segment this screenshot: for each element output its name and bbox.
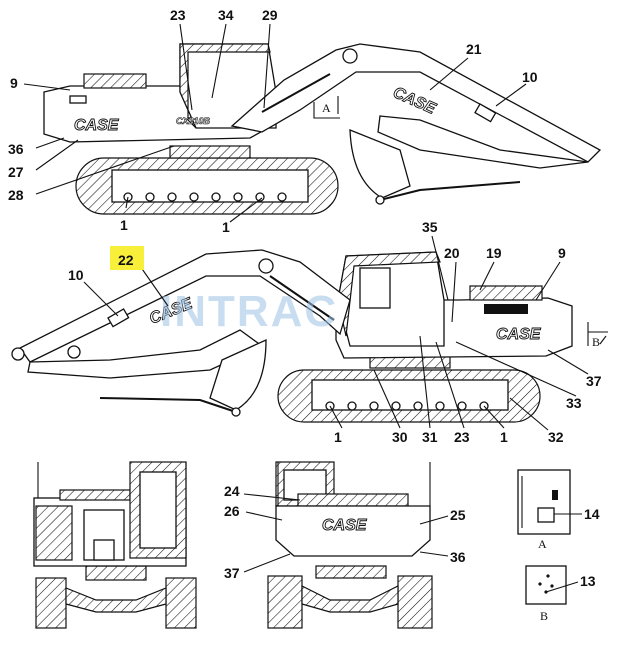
callout-28: 28 — [8, 187, 24, 203]
mid-track-rollers — [325, 401, 489, 411]
top-small-label — [69, 95, 87, 104]
callout-36: 36 — [8, 141, 24, 157]
decal-14 — [537, 507, 555, 523]
top-bucket-pin — [375, 195, 385, 205]
rear-track-right — [397, 575, 433, 629]
top-track-rollers — [123, 192, 287, 202]
mid-boom-pin — [258, 258, 274, 274]
callout-21: 21 — [466, 41, 482, 57]
callout-35: 35 — [422, 219, 438, 235]
callout-37: 37 — [586, 373, 602, 389]
callout-23: 23 — [170, 7, 186, 23]
callout-30: 30 — [392, 429, 408, 445]
mid-bucket — [209, 338, 267, 411]
callout-14: 14 — [584, 506, 600, 522]
callout-19: 19 — [486, 245, 502, 261]
top-leaders — [23, 23, 527, 223]
top-bucket — [349, 129, 411, 199]
mid-black-decal — [484, 304, 528, 314]
mid-track-frame — [311, 379, 509, 411]
top-engine-hood — [83, 73, 147, 89]
rear-hood — [297, 493, 409, 507]
callout-31: 31 — [422, 429, 438, 445]
top-boom — [230, 43, 602, 163]
mid-arm-pin — [67, 345, 81, 359]
front-track-right — [165, 577, 197, 629]
top-boom-brand-decal: CASE — [390, 84, 439, 118]
top-side-view: CASE CX210B CASE A — [43, 43, 602, 215]
front-undercarriage — [65, 587, 167, 613]
callout-32: 32 — [548, 429, 564, 445]
rear-undercarriage — [301, 585, 399, 613]
top-model-decal: CX210B — [176, 116, 211, 126]
rear-swing-bearing — [315, 565, 387, 579]
callout-23: 23 — [454, 429, 470, 445]
top-boom-pin — [342, 48, 358, 64]
rear-track-left — [267, 575, 303, 629]
callout-1: 1 — [120, 217, 128, 233]
middle-side-view: CASE CX210B CASE B — [11, 249, 608, 423]
top-brand-decal: CASE — [74, 117, 120, 134]
callout-22-highlight — [110, 246, 144, 270]
mid-bucket-pin — [231, 407, 241, 417]
mid-engine-hood — [469, 285, 543, 301]
detail-a-panel — [517, 469, 571, 535]
middle-leaders — [83, 235, 589, 431]
top-track-frame — [111, 169, 309, 203]
callout-26: 26 — [224, 503, 240, 519]
callout-33: 33 — [566, 395, 582, 411]
top-swing-bearing — [169, 145, 251, 159]
front-view — [33, 461, 197, 629]
front-cab-glass — [139, 471, 177, 549]
rear-view: CASE — [267, 461, 433, 629]
callout-24: 24 — [224, 483, 240, 499]
front-track-left — [35, 577, 67, 629]
detail-view-a: A — [517, 469, 582, 551]
front-left-panel — [35, 505, 73, 561]
detail-a-label: A — [538, 537, 547, 551]
front-swing-bearing — [85, 565, 147, 581]
callout-1: 1 — [334, 429, 342, 445]
callout-29: 29 — [262, 7, 278, 23]
mid-tip-pin — [11, 347, 25, 361]
callout-13: 13 — [580, 573, 596, 589]
callout-34: 34 — [218, 7, 234, 23]
front-boom-foot — [93, 539, 115, 561]
callout-9: 9 — [558, 245, 566, 261]
mid-bucket-cylinder — [99, 397, 237, 413]
detail-b-label: B — [540, 609, 548, 623]
mid-cab-window — [359, 267, 391, 309]
view-b-label: B — [592, 335, 600, 349]
view-a-marker — [313, 96, 340, 119]
front-hood — [59, 489, 131, 501]
callout-10: 10 — [68, 267, 84, 283]
callout-1: 1 — [222, 219, 230, 235]
front-boom-base — [83, 509, 125, 561]
callout-36: 36 — [450, 549, 466, 565]
callout-10: 10 — [522, 69, 538, 85]
top-boom-label-10 — [474, 103, 497, 123]
detail-view-b: B — [525, 565, 579, 623]
top-boom-cylinder — [261, 73, 331, 113]
top-bucket-cylinder — [379, 181, 521, 201]
callout-1: 1 — [500, 429, 508, 445]
detail-b-panel — [525, 565, 567, 605]
callout-9: 9 — [10, 75, 18, 91]
watermark: INTRAC — [160, 287, 338, 336]
callout-25: 25 — [450, 507, 466, 523]
top-arm — [377, 115, 589, 169]
callout-20: 20 — [444, 245, 460, 261]
callout-37: 37 — [224, 565, 240, 581]
callout-27: 27 — [8, 164, 24, 180]
mid-boom-cylinder — [269, 275, 335, 321]
rear-leaders — [243, 493, 449, 573]
rear-brand-decal: CASE — [322, 517, 368, 534]
view-b-marker — [587, 322, 608, 346]
detail-a-mark — [552, 490, 558, 500]
callout-22: 22 — [118, 252, 134, 268]
view-a-label: A — [322, 101, 331, 115]
mid-brand-decal: CASE — [496, 326, 542, 343]
